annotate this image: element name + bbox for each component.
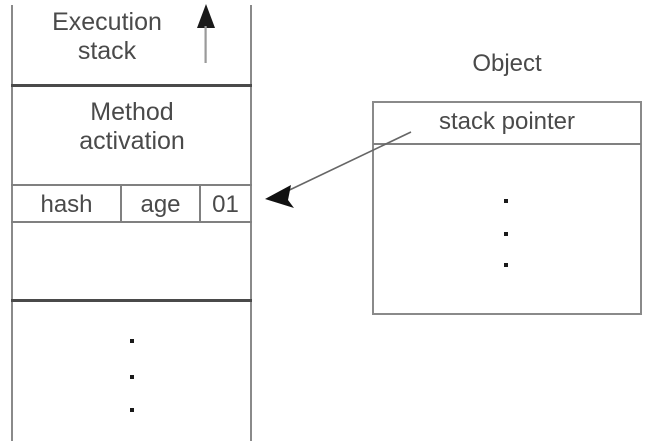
object-box	[372, 101, 642, 315]
stack-right-border	[250, 5, 252, 441]
stack-field-hash: hash	[40, 191, 93, 218]
method-activation-label: Method activation	[79, 98, 185, 155]
stack-growth-up-arrow-icon	[197, 4, 215, 63]
object-field-stack-pointer: stack pointer	[438, 108, 576, 135]
object-ellipsis-dot	[504, 232, 508, 236]
field-divider-1	[120, 185, 122, 222]
stack-ellipsis-dot	[130, 408, 134, 412]
stack-ellipsis-dot	[130, 339, 134, 343]
object-title: Object	[472, 50, 542, 77]
execution-stack-label: Execution stack	[52, 8, 162, 65]
divider-method-fields	[11, 184, 252, 186]
object-field-divider	[373, 143, 641, 145]
object-ellipsis-dot	[504, 199, 508, 203]
divider-fields-bottom	[11, 221, 252, 223]
stack-ellipsis-dot	[130, 375, 134, 379]
object-ellipsis-dot	[504, 263, 508, 267]
field-divider-2	[199, 185, 201, 222]
stack-field-age: age	[140, 191, 181, 218]
stack-left-border	[11, 5, 13, 441]
divider-stack-method	[11, 84, 252, 87]
stack-field-01: 01	[212, 191, 239, 218]
divider-frame-end	[11, 299, 252, 302]
